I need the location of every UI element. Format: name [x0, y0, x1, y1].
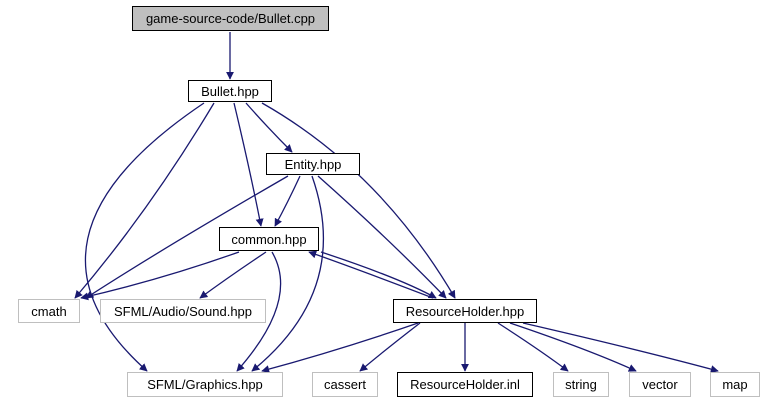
edge-n6-to-n11 — [509, 322, 637, 372]
node-label: game-source-code/Bullet.cpp — [145, 11, 316, 26]
node-sfml-audio-sound[interactable]: SFML/Audio/Sound.hpp — [100, 299, 266, 323]
edge-n2-to-n6 — [317, 175, 447, 299]
node-cassert[interactable]: cassert — [312, 372, 378, 397]
node-label: SFML/Graphics.hpp — [147, 377, 263, 392]
edge-n1-to-n6 — [261, 102, 456, 299]
node-sfml-graphics[interactable]: SFML/Graphics.hpp — [127, 372, 283, 397]
node-label: ResourceHolder.hpp — [405, 303, 525, 319]
node-resourceholder-hpp[interactable]: ResourceHolder.hpp — [393, 299, 537, 323]
node-resourceholder-inl[interactable]: ResourceHolder.inl — [397, 372, 533, 397]
node-label: vector — [642, 377, 678, 392]
edge-n6-to-n12 — [522, 322, 719, 373]
node-entity-hpp[interactable]: Entity.hpp — [266, 153, 360, 175]
node-label: ResourceHolder.inl — [410, 377, 520, 392]
edge-n3-to-n5 — [199, 251, 267, 299]
node-label: string — [565, 377, 597, 392]
edge-n1-to-n3 — [233, 102, 264, 227]
edge-n2-to-n3 — [274, 175, 301, 227]
node-label: common.hpp — [231, 231, 307, 247]
node-label: map — [722, 377, 748, 392]
node-bullet-hpp[interactable]: Bullet.hpp — [188, 80, 272, 102]
node-label: SFML/Audio/Sound.hpp — [113, 303, 253, 319]
edge-n1-to-n2 — [245, 102, 293, 153]
node-label: Bullet.hpp — [201, 83, 259, 99]
edge-n3-to-n7 — [236, 251, 282, 372]
edge-n3-to-n6 — [320, 251, 437, 299]
edge-n1-to-n4 — [74, 102, 215, 299]
node-label: cassert — [324, 377, 366, 392]
edge-n6-to-n3 — [308, 250, 434, 299]
edge-n6-to-n8 — [359, 322, 421, 372]
node-cmath[interactable]: cmath — [18, 299, 80, 323]
node-map[interactable]: map — [710, 372, 760, 397]
edge-n6-to-n10 — [497, 322, 569, 372]
node-label: cmath — [31, 303, 67, 319]
node-string[interactable]: string — [553, 372, 609, 397]
edge-n3-to-n4 — [80, 251, 240, 301]
edge-n2-to-n4 — [85, 175, 289, 299]
edge-n1-to-n7 — [84, 102, 205, 372]
node-vector[interactable]: vector — [629, 372, 691, 397]
edge-n2-to-n7 — [251, 175, 324, 372]
edge-n6-to-n7 — [261, 322, 419, 373]
node-common-hpp[interactable]: common.hpp — [219, 227, 319, 251]
node-bullet-cpp[interactable]: game-source-code/Bullet.cpp — [132, 6, 329, 31]
node-label: Entity.hpp — [284, 156, 342, 172]
